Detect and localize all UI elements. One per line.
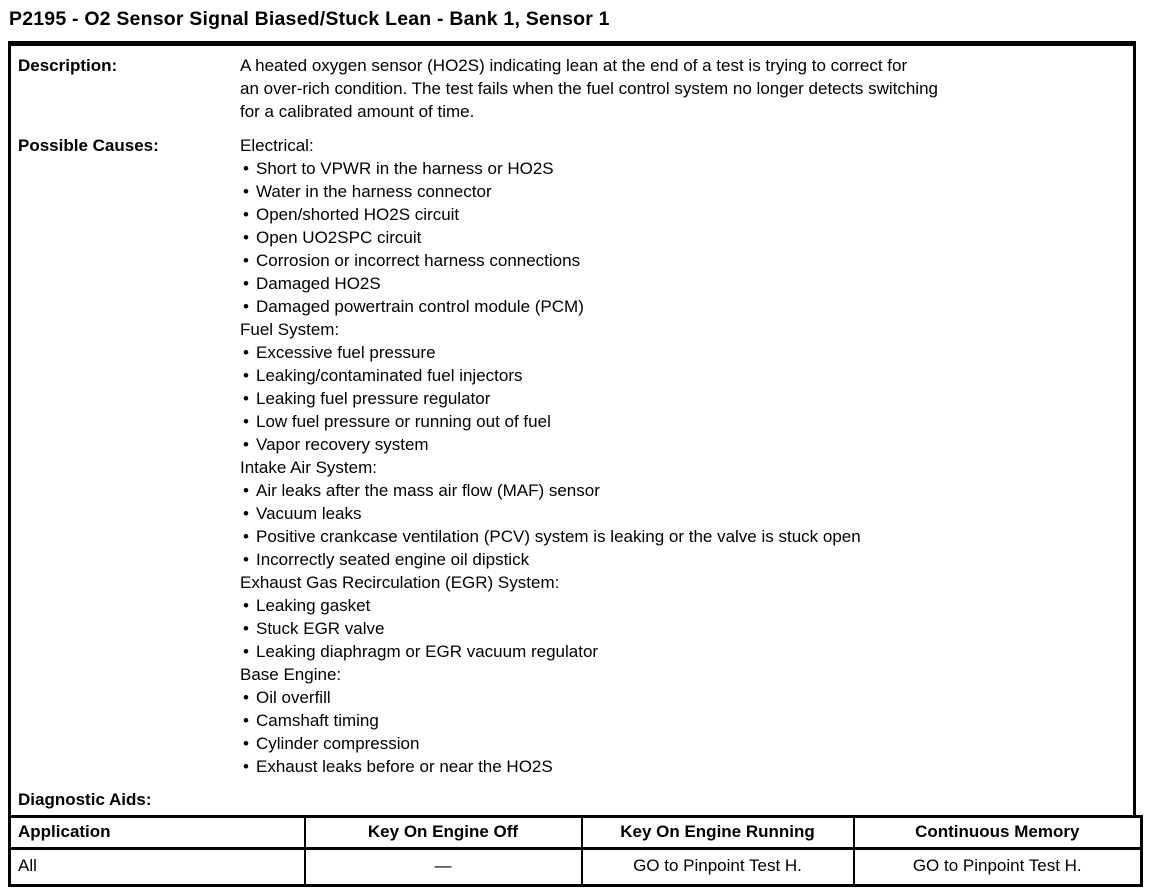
bullet-icon: • (243, 412, 249, 431)
possible-causes-content: Electrical: • Short to VPWR in the harness… (240, 134, 1133, 778)
cause-item-text: Oil overfill (256, 688, 331, 707)
cause-item-text: Open UO2SPC circuit (256, 228, 422, 247)
cause-item: • Cylinder compression (240, 732, 1125, 755)
cause-item-text: Stuck EGR valve (256, 619, 385, 638)
cause-item: • Air leaks after the mass air flow (MAF)… (240, 479, 1125, 502)
cause-item-text: Air leaks after the mass air flow (MAF) … (256, 481, 600, 500)
cause-group-heading: Base Engine: (240, 665, 342, 684)
cause-item-text: Cylinder compression (256, 734, 420, 753)
cause-group-heading: Exhaust Gas Recirculation (EGR) System: (240, 573, 560, 592)
description-text: A heated oxygen sensor (HO2S) indicating… (240, 54, 1133, 123)
bullet-icon: • (243, 366, 249, 385)
cause-group-heading: Intake Air System: (240, 458, 377, 477)
bullet-icon: • (243, 435, 249, 454)
cause-item: • Vacuum leaks (240, 502, 1125, 525)
cause-item: • Excessive fuel pressure (240, 341, 1125, 364)
table-cell-0: All (8, 847, 306, 887)
cause-item-text: Damaged HO2S (256, 274, 381, 293)
column-header-2: Key On Engine Running (580, 815, 855, 850)
cause-item: • Leaking fuel pressure regulator (240, 387, 1125, 410)
bullet-icon: • (243, 182, 249, 201)
cause-item: • Corrosion or incorrect harness connecti… (240, 249, 1125, 272)
cause-item-text: Exhaust leaks before or near the HO2S (256, 757, 553, 776)
cause-item-text: Leaking fuel pressure regulator (256, 389, 491, 408)
bullet-icon: • (243, 297, 249, 316)
bullet-icon: • (243, 527, 249, 546)
cause-item: • Damaged powertrain control module (PCM) (240, 295, 1125, 318)
cause-item: • Leaking diaphragm or EGR vacuum regulat… (240, 640, 1125, 663)
column-header-1: Key On Engine Off (303, 815, 583, 850)
bullet-icon: • (243, 734, 249, 753)
bullet-icon: • (243, 159, 249, 178)
cause-item-text: Vapor recovery system (256, 435, 429, 454)
cause-item: • Short to VPWR in the harness or HO2S (240, 157, 1125, 180)
cause-item-text: Short to VPWR in the harness or HO2S (256, 159, 554, 178)
bullet-icon: • (243, 550, 249, 569)
cause-item-text: Leaking/contaminated fuel injectors (256, 366, 523, 385)
cause-item: • Open UO2SPC circuit (240, 226, 1125, 249)
description-label: Description: (18, 56, 118, 75)
possible-causes-row: Possible Causes: Electrical: • Short to VP… (11, 123, 1133, 778)
dtc-title: P2195 - O2 Sensor Signal Biased/Stuck Le… (9, 8, 610, 30)
cause-group-heading: Electrical: (240, 136, 314, 155)
cause-item-text: Water in the harness connector (256, 182, 492, 201)
cause-item: • Leaking gasket (240, 594, 1125, 617)
cause-item: • Exhaust leaks before or near the HO2S (240, 755, 1125, 778)
description-line: for a calibrated amount of time. (240, 102, 475, 121)
cause-item-text: Positive crankcase ventilation (PCV) sys… (256, 527, 861, 546)
table-row: All—GO to Pinpoint Test H.GO to Pinpoint… (8, 847, 1143, 887)
bullet-icon: • (243, 251, 249, 270)
description-line: A heated oxygen sensor (HO2S) indicating… (240, 56, 908, 75)
cause-item-text: Low fuel pressure or running out of fuel (256, 412, 551, 431)
diagnostic-aids-label: Diagnostic Aids: (18, 790, 152, 809)
cause-item: • Water in the harness connector (240, 180, 1125, 203)
bullet-icon: • (243, 228, 249, 247)
bullet-icon: • (243, 205, 249, 224)
cause-item-text: Leaking diaphragm or EGR vacuum regulato… (256, 642, 599, 661)
cause-item: • Open/shorted HO2S circuit (240, 203, 1125, 226)
bullet-icon: • (243, 688, 249, 707)
table-cell-2: GO to Pinpoint Test H. (580, 847, 855, 887)
cause-item-text: Excessive fuel pressure (256, 343, 436, 362)
bullet-icon: • (243, 389, 249, 408)
bullet-icon: • (243, 596, 249, 615)
table-cell-3: GO to Pinpoint Test H. (852, 847, 1143, 887)
bullet-icon: • (243, 642, 249, 661)
cause-item-text: Camshaft timing (256, 711, 379, 730)
cause-item: • Leaking/contaminated fuel injectors (240, 364, 1125, 387)
bullet-icon: • (243, 481, 249, 500)
cause-item-text: Corrosion or incorrect harness connectio… (256, 251, 581, 270)
possible-causes-label: Possible Causes: (18, 136, 159, 155)
cause-item-text: Open/shorted HO2S circuit (256, 205, 460, 224)
description-line: an over-rich condition. The test fails w… (240, 79, 938, 98)
cause-item-text: Leaking gasket (256, 596, 371, 615)
bullet-icon: • (243, 504, 249, 523)
bullet-icon: • (243, 274, 249, 293)
column-header-3: Continuous Memory (852, 815, 1143, 850)
bullet-icon: • (243, 619, 249, 638)
cause-item: • Oil overfill (240, 686, 1125, 709)
cause-group-heading: Fuel System: (240, 320, 340, 339)
cause-item: • Damaged HO2S (240, 272, 1125, 295)
column-header-0: Application (8, 815, 306, 850)
bullet-icon: • (243, 757, 249, 776)
description-row: Description: A heated oxygen sensor (HO2… (11, 46, 1133, 123)
cause-item-text: Vacuum leaks (256, 504, 362, 523)
dtc-info-table: Description: A heated oxygen sensor (HO2… (8, 41, 1136, 815)
cause-item-text: Damaged powertrain control module (PCM) (256, 297, 584, 316)
cause-item: • Vapor recovery system (240, 433, 1125, 456)
table-cell-1: — (303, 847, 583, 887)
cause-item: • Positive crankcase ventilation (PCV) sy… (240, 525, 1125, 548)
bullet-icon: • (243, 343, 249, 362)
cause-item: • Camshaft timing (240, 709, 1125, 732)
bullet-icon: • (243, 711, 249, 730)
cause-item: • Stuck EGR valve (240, 617, 1125, 640)
cause-item-text: Incorrectly seated engine oil dipstick (256, 550, 530, 569)
cause-item: • Incorrectly seated engine oil dipstick (240, 548, 1125, 571)
cause-item: • Low fuel pressure or running out of fue… (240, 410, 1125, 433)
